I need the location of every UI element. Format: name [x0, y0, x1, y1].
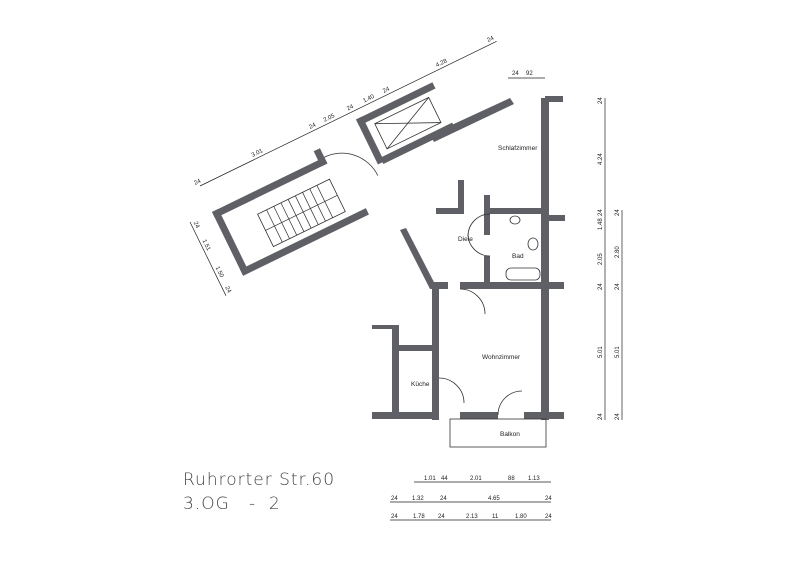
- svg-text:2.80: 2.80: [615, 246, 621, 258]
- svg-text:5.01: 5.01: [598, 346, 604, 358]
- svg-text:24: 24: [223, 285, 232, 294]
- dimension-left: 24 1.51 1.50 24: [189, 221, 232, 296]
- dimension-right-a: 24 4.24 24 1.48 2.05 24 5.01 24: [598, 97, 606, 420]
- svg-text:1.50: 1.50: [214, 266, 225, 280]
- svg-text:2.01: 2.01: [470, 476, 482, 482]
- svg-text:24: 24: [440, 496, 447, 502]
- room-schlafzimmer: Schlafzimmer: [498, 145, 538, 152]
- dimension-top-right: 24 92: [508, 71, 545, 79]
- svg-text:4.24: 4.24: [598, 153, 604, 165]
- stair-wing: [212, 82, 456, 276]
- door-arc: [467, 233, 491, 257]
- svg-text:3.01: 3.01: [251, 148, 265, 159]
- svg-text:24: 24: [545, 496, 552, 502]
- room-wohnzimmer: Wohnzimmer: [482, 354, 521, 361]
- svg-text:24: 24: [192, 221, 201, 230]
- svg-text:44: 44: [441, 476, 448, 482]
- address-title: Ruhrorter Str.60: [183, 470, 336, 490]
- svg-text:24: 24: [598, 283, 604, 290]
- svg-text:24: 24: [615, 209, 621, 216]
- svg-text:24: 24: [545, 514, 552, 520]
- svg-text:11: 11: [492, 514, 499, 520]
- dimension-right-b: 24 2.80 24 5.01 24: [615, 209, 623, 420]
- svg-text:24: 24: [598, 97, 604, 104]
- svg-text:24: 24: [512, 71, 519, 77]
- room-bad: Bad: [512, 253, 524, 260]
- door-arc: [467, 213, 491, 237]
- svg-text:1.80: 1.80: [515, 514, 527, 520]
- svg-text:24: 24: [598, 209, 604, 216]
- balcony-outline: [449, 418, 547, 448]
- svg-text:24: 24: [615, 283, 621, 290]
- svg-text:2.05: 2.05: [323, 113, 337, 124]
- toilet: [527, 237, 539, 251]
- room-kueche: Küche: [411, 381, 430, 388]
- svg-text:4.28: 4.28: [435, 58, 449, 69]
- svg-text:24: 24: [598, 413, 604, 420]
- door-arc: [438, 377, 465, 404]
- bathtub: [505, 267, 541, 281]
- svg-text:1.13: 1.13: [528, 476, 540, 482]
- svg-text:92: 92: [526, 71, 533, 77]
- svg-text:24: 24: [438, 514, 445, 520]
- dimension-bottom-2: 24 1.32 24 4.65 24: [390, 496, 552, 503]
- svg-text:24: 24: [486, 35, 495, 44]
- sink: [509, 215, 521, 225]
- svg-text:24: 24: [308, 122, 317, 131]
- dimension-bottom-3: 24 1.78 24 2.13 11 1.80 24: [390, 514, 552, 521]
- svg-text:24: 24: [391, 496, 398, 502]
- svg-text:24: 24: [615, 413, 621, 420]
- door-arc: [459, 288, 486, 315]
- door-arc: [497, 390, 523, 416]
- dimension-bottom-1: 1.01 44 2.01 88 1.13: [414, 476, 551, 483]
- svg-text:24: 24: [346, 104, 355, 113]
- room-diele: Diele: [458, 236, 473, 243]
- svg-text:24: 24: [391, 514, 398, 520]
- svg-text:2.05: 2.05: [598, 253, 604, 265]
- floor-label: 3.OG - 2: [183, 494, 281, 514]
- svg-text:24: 24: [193, 178, 202, 187]
- room-balkon: Balkon: [500, 431, 520, 438]
- svg-text:1.48: 1.48: [598, 218, 604, 230]
- svg-text:1.78: 1.78: [413, 514, 425, 520]
- svg-text:1.01: 1.01: [424, 476, 436, 482]
- svg-text:4.65: 4.65: [488, 496, 500, 502]
- dimension-top: 24 3.01 24 2.05 24 1.40 24 4.28 24: [193, 35, 497, 187]
- svg-text:5.01: 5.01: [615, 346, 621, 358]
- svg-text:88: 88: [508, 476, 515, 482]
- svg-text:2.13: 2.13: [466, 514, 478, 520]
- svg-text:1.40: 1.40: [362, 94, 376, 105]
- svg-text:1.51: 1.51: [201, 239, 212, 253]
- svg-text:1.32: 1.32: [412, 496, 424, 502]
- svg-text:24: 24: [382, 86, 391, 95]
